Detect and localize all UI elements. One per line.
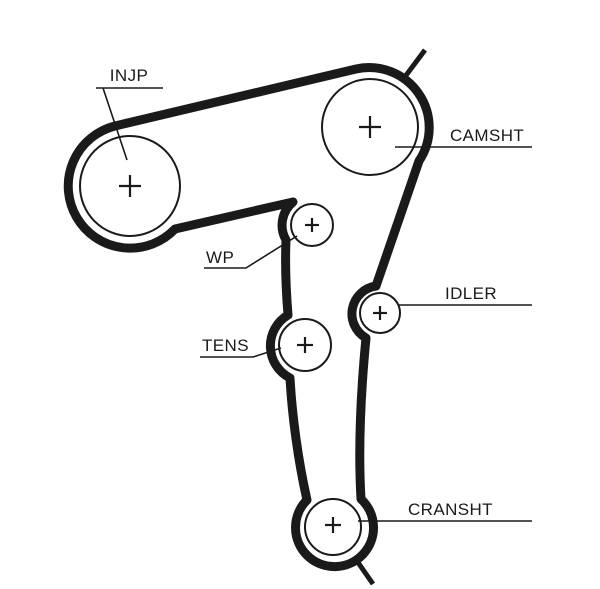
wp-label: WP: [206, 248, 234, 267]
idler-center-mark: [373, 306, 387, 320]
crankshaft-center-mark: [325, 517, 341, 533]
cransht-label: CRANSHT: [408, 500, 493, 519]
tens-label: TENS: [202, 336, 249, 355]
water-pump-center-mark: [305, 218, 319, 232]
belt-mark-bottom: [354, 559, 376, 586]
wp-leader-line: [204, 235, 298, 269]
idler-label: IDLER: [445, 284, 497, 303]
crankshaft-pulley: [304, 498, 362, 556]
tensioner-pulley: [278, 318, 332, 372]
tensioner-center-mark: [297, 337, 313, 353]
camsht-label: CAMSHT: [450, 126, 524, 145]
injp-center-mark: [119, 175, 141, 197]
injp-label: INJP: [110, 66, 148, 85]
camshaft-center-mark: [359, 116, 381, 138]
tens-leader-line: [200, 347, 282, 358]
timing-belt: [63, 63, 434, 572]
injp-pulley: [79, 135, 181, 237]
belt-mark-top: [402, 48, 427, 80]
idler-pulley: [359, 292, 401, 334]
camshaft-pulley: [321, 78, 419, 176]
injp-leader-line: [96, 87, 163, 161]
water-pump-pulley: [290, 203, 334, 247]
